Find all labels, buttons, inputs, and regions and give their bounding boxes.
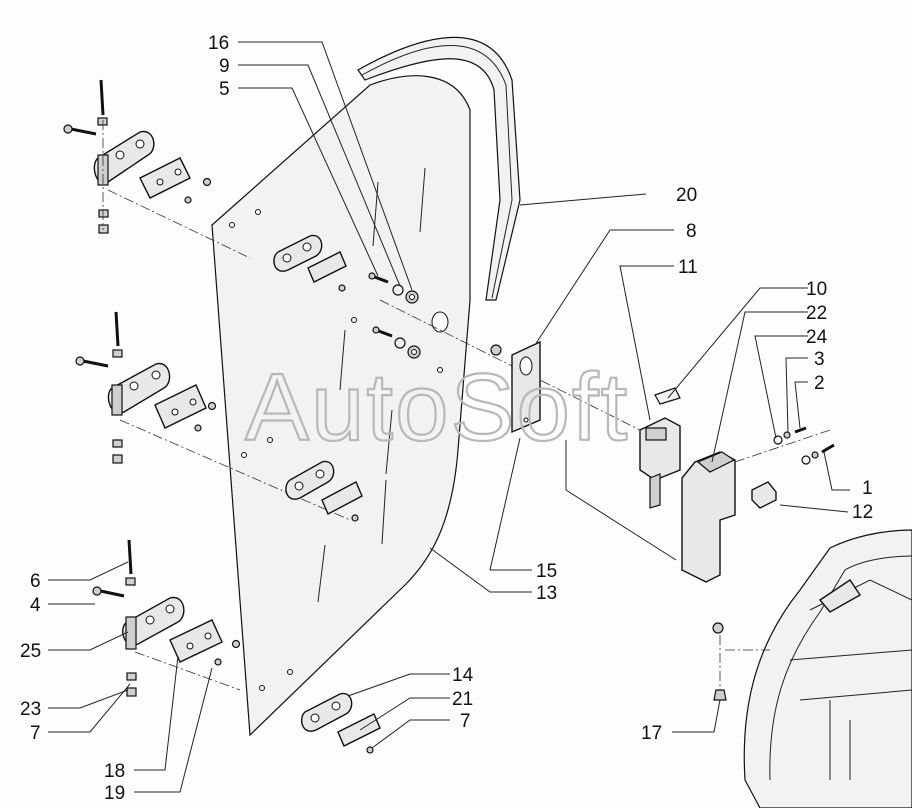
callout-24: 24 bbox=[806, 327, 828, 348]
callout-1: 1 bbox=[862, 478, 873, 499]
callout-6: 6 bbox=[30, 571, 41, 592]
callout-11: 11 bbox=[678, 257, 698, 278]
callout-18: 18 bbox=[104, 761, 125, 782]
callout-16: 16 bbox=[208, 33, 229, 54]
callout-15: 15 bbox=[536, 561, 557, 582]
callout-4: 4 bbox=[30, 595, 41, 616]
watermark-text: AutoSoft bbox=[245, 354, 629, 461]
glass-clamp-plates bbox=[273, 234, 381, 754]
callout-17: 17 bbox=[641, 723, 662, 744]
door-seal bbox=[357, 36, 521, 301]
callout-7-left: 7 bbox=[30, 723, 41, 744]
striker-bracket bbox=[681, 451, 777, 583]
callout-22: 22 bbox=[806, 303, 827, 324]
callout-20: 20 bbox=[676, 185, 697, 206]
callout-5: 5 bbox=[219, 79, 230, 100]
lock-fasteners bbox=[368, 272, 641, 431]
callout-25: 25 bbox=[20, 641, 41, 662]
callout-10: 10 bbox=[806, 279, 827, 300]
callout-2: 2 bbox=[814, 373, 825, 394]
callout-labels: 16 9 5 20 8 11 10 22 24 3 2 1 12 15 13 6… bbox=[20, 33, 873, 804]
callout-14: 14 bbox=[452, 665, 474, 686]
door-panel bbox=[211, 75, 471, 737]
callout-21: 21 bbox=[452, 689, 473, 710]
callout-9: 9 bbox=[219, 56, 230, 77]
lock-plate bbox=[511, 340, 541, 434]
bracket-fasteners bbox=[734, 426, 835, 465]
hinge-assembly-bottom bbox=[92, 539, 241, 697]
hinge-assembly-top bbox=[63, 79, 251, 259]
leader-lines bbox=[48, 41, 850, 793]
callout-13: 13 bbox=[536, 583, 557, 604]
door-latch bbox=[639, 387, 681, 509]
callout-7-bottom: 7 bbox=[460, 711, 471, 732]
cab-frame bbox=[712, 529, 912, 808]
callout-23: 23 bbox=[20, 699, 41, 720]
hinge-assembly-middle bbox=[75, 311, 351, 521]
callout-12: 12 bbox=[852, 502, 873, 523]
callout-19: 19 bbox=[104, 783, 125, 804]
callout-8: 8 bbox=[686, 221, 697, 242]
callout-3: 3 bbox=[814, 349, 825, 370]
